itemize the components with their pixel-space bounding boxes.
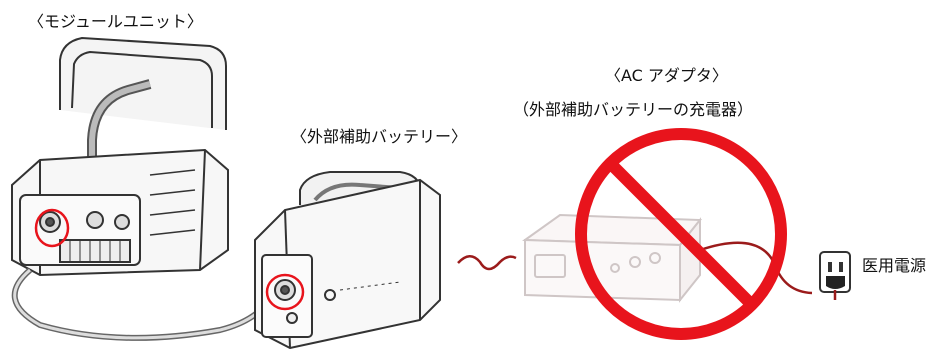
ac-adapter-sub-label: （外部補助バッテリーの充電器） <box>513 100 754 119</box>
outlet-icon <box>819 251 851 300</box>
external-battery-illustration <box>254 171 441 349</box>
battery-connector-highlight <box>265 273 305 311</box>
medical-power-label: 医用電源 <box>862 256 927 275</box>
external-battery-label: 〈外部補助バッテリー〉 <box>291 127 468 146</box>
module-unit-label: 〈モジュールユニット〉 <box>28 12 203 31</box>
prohibited-icon <box>575 128 787 340</box>
module-connector-highlight <box>34 208 70 248</box>
ac-adapter-label: 〈AC アダプタ〉 <box>605 66 728 85</box>
module-unit-illustration <box>11 36 278 341</box>
battery-to-adapter-cable <box>457 255 517 271</box>
